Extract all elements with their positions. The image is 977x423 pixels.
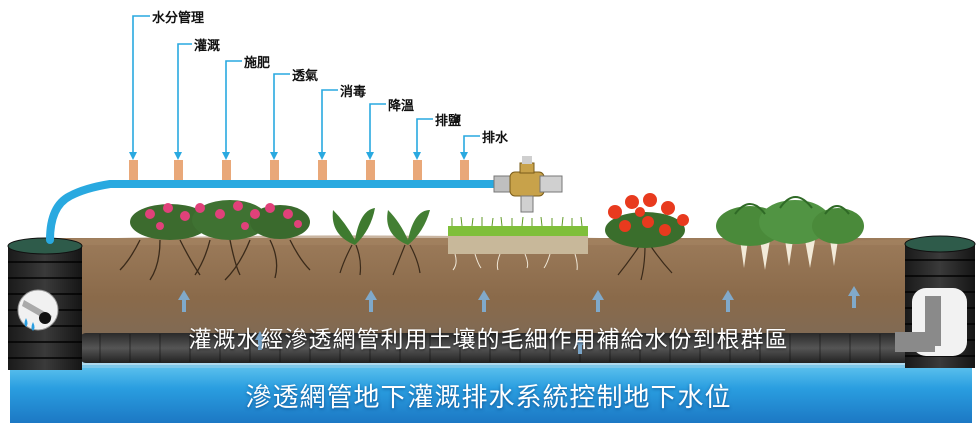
leader-lines — [132, 15, 480, 158]
caption-groundwater: 滲透網管地下灌溉排水系統控制地下水位 — [245, 383, 732, 413]
caption-capillary: 灌溉水經滲透網管利用土壤的毛細作用補給水份到根群區 — [188, 327, 789, 353]
pipe-outlets — [129, 160, 469, 180]
right-tank — [895, 235, 976, 368]
label-cooling: 降溫 — [388, 99, 415, 114]
label-desalination: 排鹽 — [435, 114, 462, 129]
red-flower-plant — [605, 193, 689, 281]
permeable-pipe — [80, 333, 910, 363]
capillary-arrows — [178, 286, 860, 354]
rose-bushes — [119, 200, 311, 281]
turf-sod — [448, 216, 588, 271]
label-disinfection: 消毒 — [340, 85, 367, 100]
supply-pipe — [46, 180, 504, 244]
groundwater-layer — [10, 365, 972, 423]
label-irrigation: 灌溉 — [194, 39, 221, 54]
label-aeration: 透氣 — [292, 69, 319, 84]
left-tank — [7, 237, 83, 370]
label-water-management: 水分管理 — [152, 11, 205, 26]
vegetable-plants — [716, 196, 864, 270]
label-drainage: 排水 — [482, 131, 509, 146]
leafy-plants — [332, 208, 430, 276]
valve — [493, 156, 563, 213]
label-fertilization: 施肥 — [244, 56, 271, 71]
